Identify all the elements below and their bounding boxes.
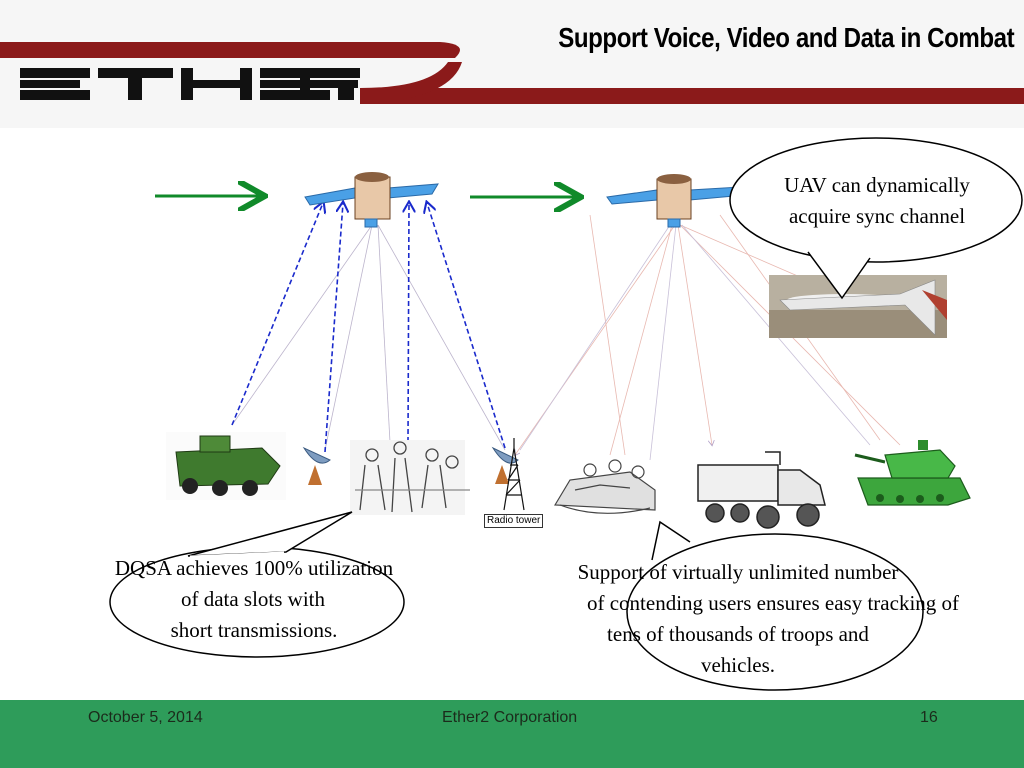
callout-dqsa — [109, 511, 405, 658]
radio-tower-label: Radio tower — [484, 514, 544, 528]
dqsa-callout-text: DQSA achieves 100% utilization of data s… — [78, 553, 430, 646]
troops-group-icon — [350, 440, 470, 515]
callout-support — [626, 520, 924, 691]
military-truck-icon — [697, 451, 826, 529]
footer-bar: October 5, 2014 Ether2 Corporation 16 — [0, 700, 1024, 768]
satellite-icon — [606, 174, 741, 228]
callout-line: of data slots with — [180, 587, 326, 611]
callout-line: UAV can dynamically — [784, 173, 970, 197]
callout-line: of contending users ensures easy trackin… — [586, 591, 960, 615]
callout-line: tens of thousands of troops and — [607, 622, 869, 646]
callout-uav — [729, 137, 1023, 300]
footer-page-number: 16 — [920, 709, 938, 726]
armored-vehicle-icon — [166, 432, 286, 500]
header-logo — [0, 0, 1024, 128]
uav-callout-text: UAV can dynamically acquire sync channel — [742, 170, 1012, 232]
support-callout-text: Support of virtually unlimited number of… — [540, 557, 1006, 681]
satellite-dish-icon — [491, 446, 519, 484]
brand-swoosh — [0, 42, 460, 58]
ether2-logo-icon — [20, 68, 360, 100]
satellite-icon — [304, 172, 439, 228]
callout-line: Support of virtually unlimited number — [577, 560, 899, 584]
footer-company: Ether2 Corporation — [442, 709, 578, 726]
tank-troops-icon — [553, 459, 656, 514]
radio-tower-icon — [503, 438, 525, 511]
tank-icon — [854, 440, 971, 506]
callout-line: vehicles. — [700, 653, 776, 677]
brand-band — [360, 88, 1024, 104]
page-title: Support Voice, Video and Data in Combat — [558, 22, 1014, 53]
callout-line: short transmissions. — [170, 618, 338, 642]
network-diagram — [109, 137, 1023, 691]
footer-date: October 5, 2014 — [88, 709, 203, 726]
callout-line: acquire sync channel — [788, 204, 966, 228]
satellite-dish-icon — [302, 446, 331, 485]
callout-line: DQSA achieves 100% utilization — [114, 556, 394, 580]
uav-drone-icon — [769, 275, 947, 338]
